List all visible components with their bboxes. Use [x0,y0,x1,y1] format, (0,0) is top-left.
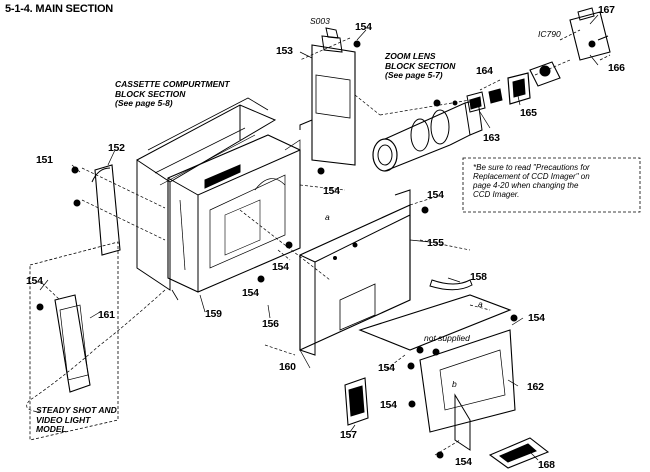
s003-label: S003 [310,16,330,26]
part-number-168: 168 [538,459,555,471]
leader-lines [40,15,598,460]
steady-shot-box [30,242,118,440]
plate-167 [570,8,610,60]
cassette-block-label: CASSETTE COMPURTMENT BLOCK SECTION (See … [115,79,230,109]
zoom-label-line: (See page 5-7) [385,70,443,80]
part-number-157: 157 [340,429,357,441]
part-number-154: 154 [242,287,259,299]
cable-158 [430,280,472,290]
part-number-164: 164 [476,65,493,77]
part-number-153: 153 [276,45,293,57]
part-number-156: 156 [262,318,279,330]
note-line: page 4-20 when changing the [473,181,579,190]
ref-mark-b: b [452,379,457,389]
steady-label-line: VIDEO LIGHT [36,414,91,425]
part-number-154: 154 [26,275,43,287]
cassette-label-line: BLOCK SECTION [115,88,186,99]
part-number-154: 154 [380,399,397,411]
ref-mark-a: a [325,212,330,222]
part-number-154: 154 [455,456,472,468]
part-number-154: 154 [355,21,372,33]
part-157 [345,378,368,425]
ccd-note-box [463,158,640,212]
bracket-162 [360,295,515,450]
part-number-154: 154 [378,362,395,374]
zoom-lens-block [373,100,482,171]
page-title: 5-1-4. MAIN SECTION [5,3,114,15]
part-number-154: 154 [323,185,340,197]
part-number-151: 151 [36,154,53,166]
ref-mark-a: a [478,299,483,309]
assembly-lines [27,38,570,455]
note-line: Replacement of CCD Imager" on [473,172,590,181]
note-line: *Be sure to read "Precautions for [473,163,590,172]
steady-label-line: MODEL [36,424,67,434]
zoom-label-line: BLOCK SECTION [385,60,456,71]
cassette-compartment-block [137,98,275,290]
part-number-160: 160 [279,361,296,373]
cassette-label-line: CASSETTE COMPURTMENT [115,79,230,89]
part-number-154: 154 [528,312,545,324]
part-152 [92,165,120,255]
part-number-152: 152 [108,142,125,154]
ic790-label: IC790 [538,29,561,39]
note-line: CCD Imager. [473,190,520,199]
zoom-label-line: ZOOM LENS [385,51,436,61]
steady-label-line: STEADY SHOT AND [36,405,117,415]
part-number-165: 165 [520,107,537,119]
part-number-161: 161 [98,309,115,321]
part-number-154: 154 [427,189,444,201]
frame-159 [168,135,300,300]
part-number-159: 159 [205,308,222,320]
zoom-lens-label: ZOOM LENS BLOCK SECTION (See page 5-7) [385,51,456,81]
board-155 [300,190,410,355]
part-number-154: 154 [272,261,289,273]
cassette-label-line: (See page 5-8) [115,98,173,108]
part-number-155: 155 [427,237,444,249]
part-number-163: 163 [483,132,500,144]
steady-shot-label: STEADY SHOT AND VIDEO LIGHT MODEL [36,405,117,435]
part-number-162: 162 [527,381,544,393]
connector-168 [490,438,548,468]
not-supplied-label: not supplied [424,333,470,343]
bracket-153 [300,28,355,165]
part-161 [55,295,90,392]
screws [37,41,517,458]
part-number-166: 166 [608,62,625,74]
ccd-note: *Be sure to read "Precautions for Replac… [473,163,590,199]
part-number-158: 158 [470,271,487,283]
part-number-167: 167 [598,4,615,16]
